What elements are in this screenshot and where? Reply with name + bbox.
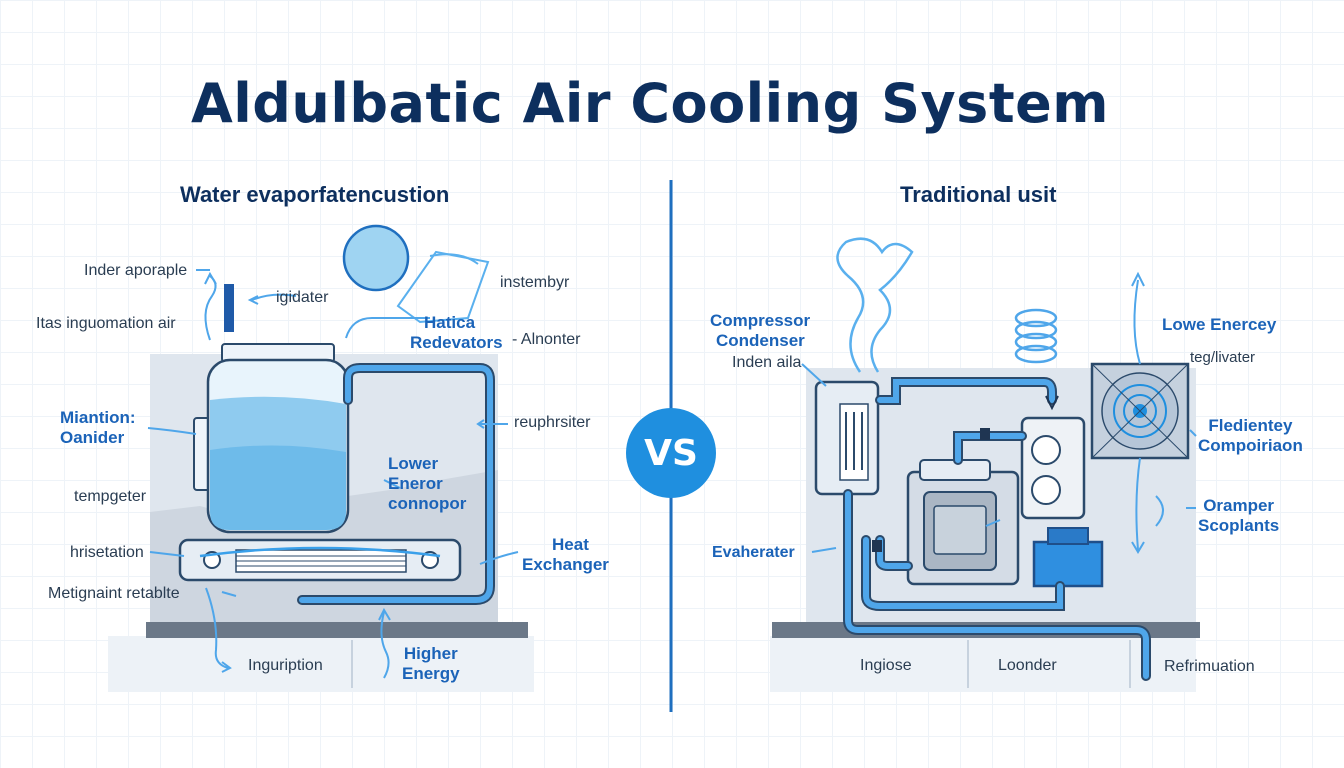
tank-water-deep bbox=[210, 445, 346, 530]
label-teg-livater: teg/livater bbox=[1190, 349, 1256, 366]
label-inguription: Inguription bbox=[248, 657, 323, 674]
label-hrisetation: hrisetation bbox=[70, 544, 144, 561]
label-refrimuation: Refrimuation bbox=[1164, 658, 1255, 675]
label-itas-air: Itas inguomation air bbox=[36, 315, 176, 332]
left-base-bar bbox=[146, 622, 528, 638]
left-floor-panel bbox=[108, 636, 534, 692]
right-panel-heading: Traditional usit bbox=[900, 182, 1057, 207]
right-floor-panel bbox=[770, 636, 1196, 692]
refrigerant-tank bbox=[1032, 540, 1104, 588]
left-panel-heading: Water evaporfatencustion bbox=[180, 182, 450, 207]
label-higher-energy: Higher Energy bbox=[402, 644, 460, 683]
label-inder-aporaple: Inder aporaple bbox=[84, 262, 188, 279]
label-hatica: Hatica bbox=[424, 313, 476, 332]
left-pipe bbox=[299, 365, 493, 603]
label-metignaint: Metignaint retablte bbox=[48, 585, 180, 602]
evaporator-pad-outline bbox=[396, 250, 490, 324]
label-fledientey: Fledientey Compoiriaon bbox=[1198, 416, 1303, 455]
label-lower-eneror: Lower Eneror connopor bbox=[388, 454, 467, 513]
label-oramper: Oramper Scoplants bbox=[1198, 496, 1280, 535]
label-inden-aila: Inden aila bbox=[732, 354, 802, 371]
label-redevators: Redevators bbox=[410, 333, 503, 352]
steam-plume bbox=[836, 237, 914, 373]
label-instembyr: instembyr bbox=[500, 274, 570, 291]
label-alnonter: - Alnonter bbox=[512, 331, 581, 348]
intake-post bbox=[224, 284, 234, 332]
label-lowe-enercey: Lowe Enercey bbox=[1162, 315, 1277, 334]
label-reuphrsiter: reuphrsiter bbox=[514, 414, 591, 431]
page-title: Aldulbatic Air Cooling System bbox=[190, 72, 1110, 135]
label-compressor-condenser: Compressor Condenser bbox=[710, 311, 811, 350]
coil-icon bbox=[1014, 308, 1058, 364]
label-ingiose: Ingiose bbox=[860, 657, 912, 674]
label-loonder: Loonder bbox=[998, 657, 1057, 674]
label-tempgeter: tempgeter bbox=[74, 488, 147, 505]
label-igidater: igidater bbox=[276, 289, 329, 306]
water-droplet-sphere bbox=[342, 224, 410, 292]
vs-badge: VS bbox=[626, 408, 716, 498]
right-pipes bbox=[845, 379, 1149, 679]
label-evaherater: Evaherater bbox=[712, 544, 795, 561]
label-miantion: Miantion: Oanider bbox=[60, 408, 136, 447]
label-heat-exchanger: Heat Exchanger bbox=[522, 535, 609, 574]
